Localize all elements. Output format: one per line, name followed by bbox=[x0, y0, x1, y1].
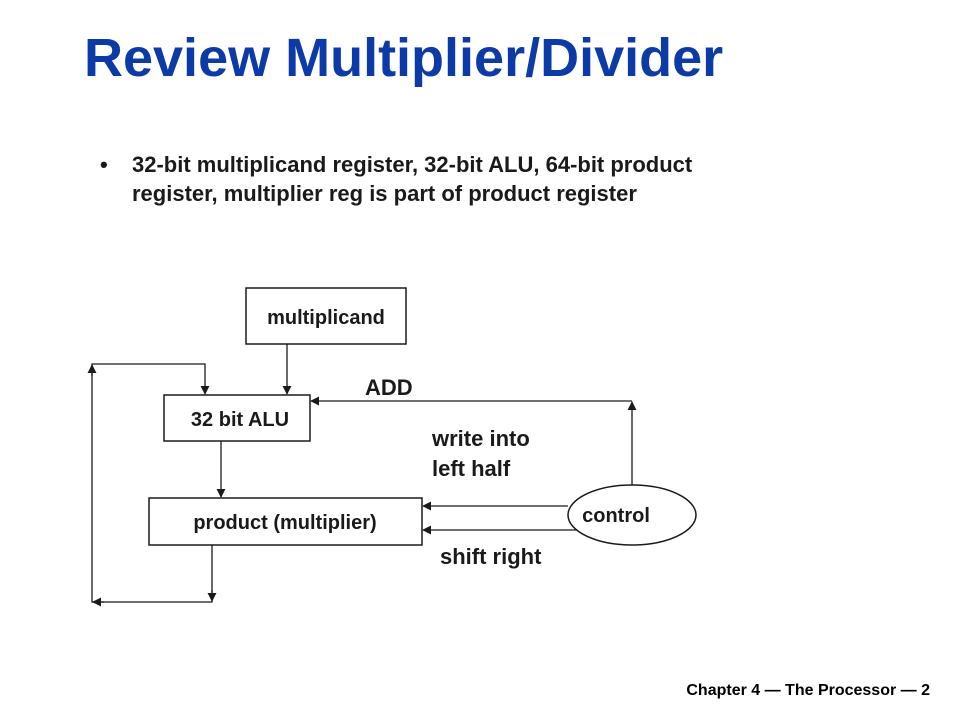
bullet-list: • 32-bit multiplicand register, 32-bit A… bbox=[100, 150, 840, 208]
bullet-line-1: 32-bit multiplicand register, 32-bit ALU… bbox=[132, 152, 693, 177]
slide-footer: Chapter 4 — The Processor — 2 bbox=[686, 682, 930, 699]
bullet-line-2: register, multiplier reg is part of prod… bbox=[132, 181, 637, 206]
control-label: control bbox=[582, 505, 650, 527]
slide-title: Review Multiplier/Divider bbox=[84, 28, 724, 88]
write-signal-label-line-2: left half bbox=[432, 456, 511, 481]
alu-label: 32 bit ALU bbox=[191, 409, 289, 431]
control-unit: control bbox=[567, 484, 697, 546]
product-label: product (multiplier) bbox=[193, 512, 376, 534]
alu-box: 32 bit ALU bbox=[163, 394, 311, 442]
multiplicand-label: multiplicand bbox=[267, 307, 385, 329]
product-register: product (multiplier) bbox=[148, 497, 423, 546]
multiplicand-register: multiplicand bbox=[245, 287, 407, 345]
write-signal-label-line-1: write into bbox=[431, 426, 530, 451]
bullet-marker: • bbox=[100, 152, 108, 177]
bullet-item: • 32-bit multiplicand register, 32-bit A… bbox=[100, 150, 840, 208]
add-signal-label: ADD bbox=[365, 375, 413, 400]
shift-signal-label: shift right bbox=[440, 544, 542, 569]
